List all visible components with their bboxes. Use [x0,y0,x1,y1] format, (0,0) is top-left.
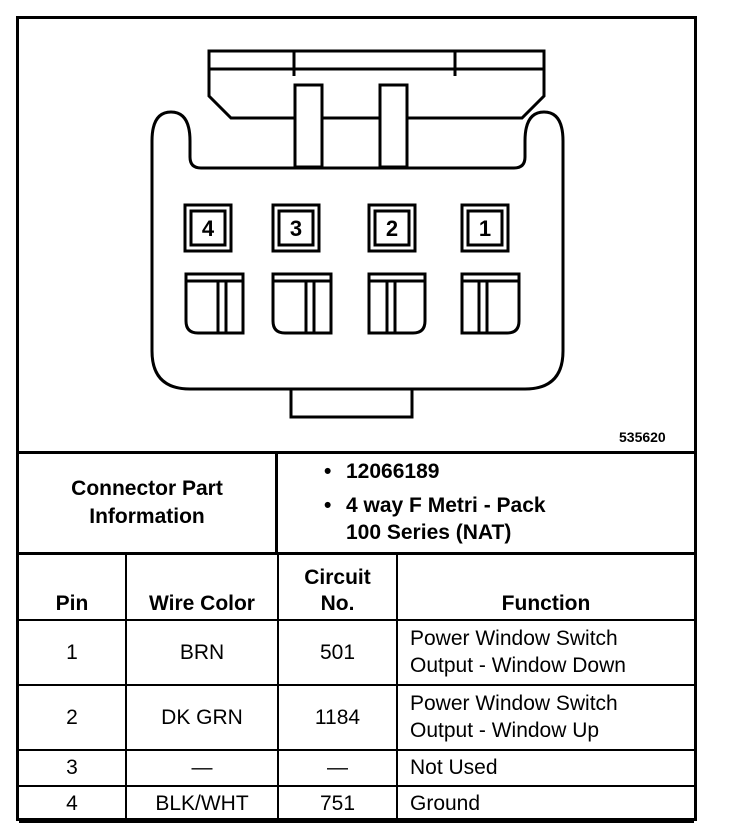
circuit-cell: 501 [277,618,398,686]
function-cell: Power Window Switch Output - Window Up [396,683,694,751]
terminal-cavity-1 [460,272,521,335]
table-row: 1 BRN 501 Power Window Switch Output - W… [19,618,694,686]
latch-housing [207,49,546,120]
latch-finger-left [293,83,324,169]
pin-label-2: 2 [385,216,399,241]
wire-color-cell: DK GRN [125,683,279,751]
terminal-cavity-3 [271,272,333,335]
table-header-row: Pin Wire Color Circuit No. Function [19,553,694,621]
bullet-icon: • [324,494,332,517]
wire-color-cell: BRN [125,618,279,686]
function-cell: Not Used [396,748,694,787]
circuit-cell: — [277,748,398,787]
connector-type: 4 way F Metri - Pack [346,494,546,517]
connector-info-values: • 12066189 • 4 way F Metri - Pack 100 Se… [278,454,694,552]
header-wire-color: Wire Color [125,553,279,621]
connector-key-tab [289,389,414,419]
connector-diagram: 4 3 2 1 535620 [19,19,694,451]
function-cell: Ground [396,784,694,823]
connector-info-label-cell: Connector Part Information [19,454,278,552]
header-circuit-line1: Circuit [304,565,371,589]
circuit-cell: 1184 [277,683,398,751]
connector-body [150,110,565,391]
circuit-cell: 751 [277,784,398,823]
header-circuit: Circuit No. [277,553,398,621]
pin-cell: 3 [19,748,127,787]
header-pin: Pin [19,553,127,621]
connector-series: 100 Series (NAT) [346,521,512,544]
wire-color-cell: BLK/WHT [125,784,279,823]
terminal-cavity-4 [184,272,245,335]
wire-color-cell: — [125,748,279,787]
connector-sheet: 4 3 2 1 535620 Connector Part Informatio… [16,16,697,823]
terminal-cavity-2 [367,272,427,335]
figure-number: 535620 [619,429,666,445]
pin-label-4: 4 [201,216,215,241]
pin-label-3: 3 [289,216,303,241]
latch-finger-right [378,83,409,169]
header-circuit-line2: No. [320,591,355,615]
table-row: 2 DK GRN 1184 Power Window Switch Output… [19,683,694,751]
header-function: Function [396,553,694,621]
bullet-icon: • [324,460,332,483]
pin-cell: 1 [19,618,127,686]
table-row: 4 BLK/WHT 751 Ground [19,784,694,823]
table-row: 3 — — Not Used [19,748,694,787]
connector-part-info: Connector Part Information • 12066189 • … [19,451,694,552]
function-cell: Power Window Switch Output - Window Down [396,618,694,686]
connector-info-label: Connector Part Information [71,477,223,528]
pin-cell: 4 [19,784,127,823]
pin-table: Pin Wire Color Circuit No. Function 1 BR… [19,552,694,823]
part-number: 12066189 [346,460,440,483]
pin-label-1: 1 [478,216,492,241]
connector-drawing [150,49,565,419]
pin-cell: 2 [19,683,127,751]
